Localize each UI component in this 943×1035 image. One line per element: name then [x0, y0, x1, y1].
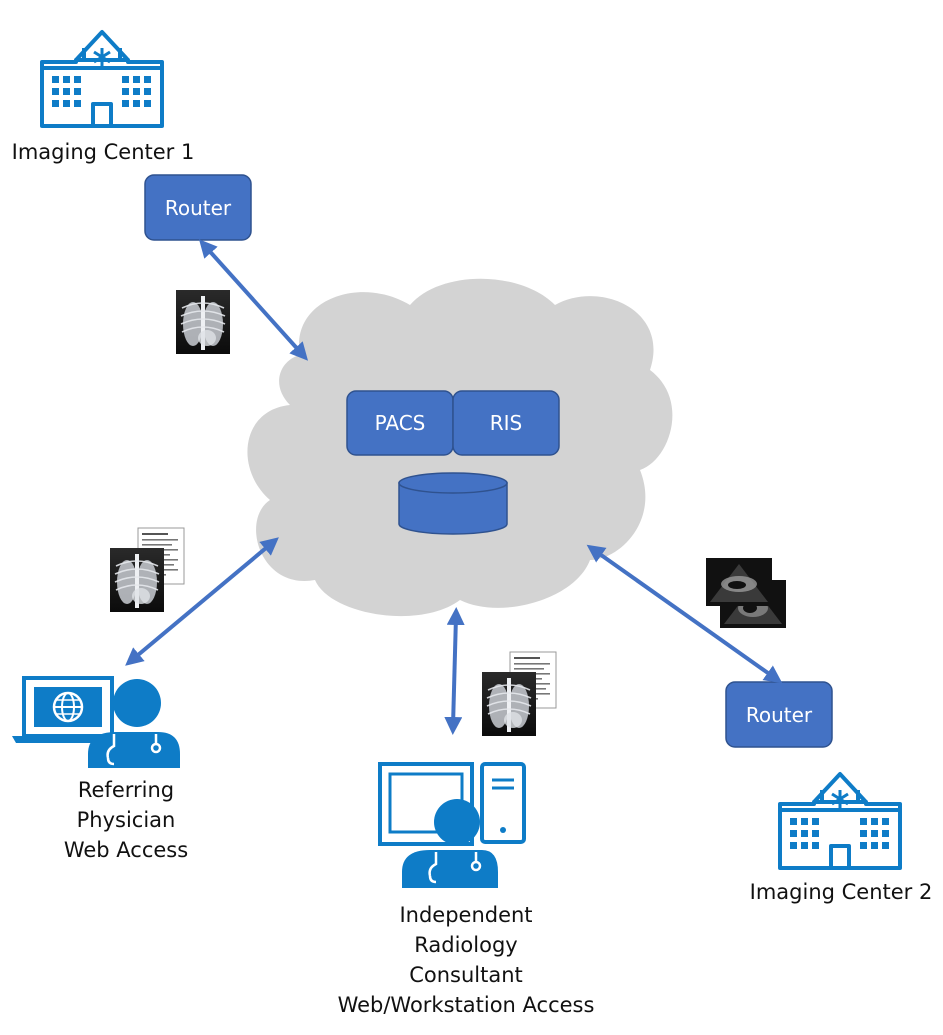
router-1-box	[144, 174, 252, 241]
database-icon	[398, 472, 508, 535]
consultant-line-2: Radiology	[414, 933, 518, 957]
arrow-router1-cloud	[198, 239, 309, 361]
arrow-referring-cloud	[125, 537, 279, 666]
consultant-line-4: Web/Workstation Access	[337, 993, 595, 1017]
arrow-consultant-cloud	[444, 607, 465, 735]
referring-line-3: Web Access	[63, 838, 189, 862]
referring-line-1: Referring	[77, 778, 175, 802]
hospital-icon	[40, 30, 164, 128]
hospital-icon	[778, 772, 902, 870]
referring-line-2: Physician	[76, 808, 176, 832]
pacs-label: PACS	[374, 411, 426, 435]
consultant-label: Independent Radiology Consultant Web/Wor…	[320, 900, 612, 1020]
xray-report-icon	[481, 651, 557, 737]
connection-arrows	[125, 239, 783, 735]
arrow-cloud-router2	[586, 544, 783, 684]
imaging-center-1-label: Imaging Center 1	[11, 140, 195, 164]
xray-image-icon	[175, 289, 231, 355]
ris-label: RIS	[489, 411, 523, 435]
ultrasound-image-icon	[706, 558, 786, 628]
xray-report-icon	[109, 527, 185, 613]
workstation-doctor-icon	[378, 762, 526, 888]
referring-physician-label: Referring Physician Web Access	[36, 775, 216, 865]
router-2-label: Router	[745, 702, 813, 727]
router-1-label: Router	[164, 195, 232, 220]
consultant-line-1: Independent	[399, 903, 533, 927]
imaging-center-2-label: Imaging Center 2	[749, 880, 933, 904]
ris-box	[452, 390, 560, 456]
consultant-line-3: Consultant	[409, 963, 523, 987]
laptop-doctor-icon	[12, 676, 180, 768]
